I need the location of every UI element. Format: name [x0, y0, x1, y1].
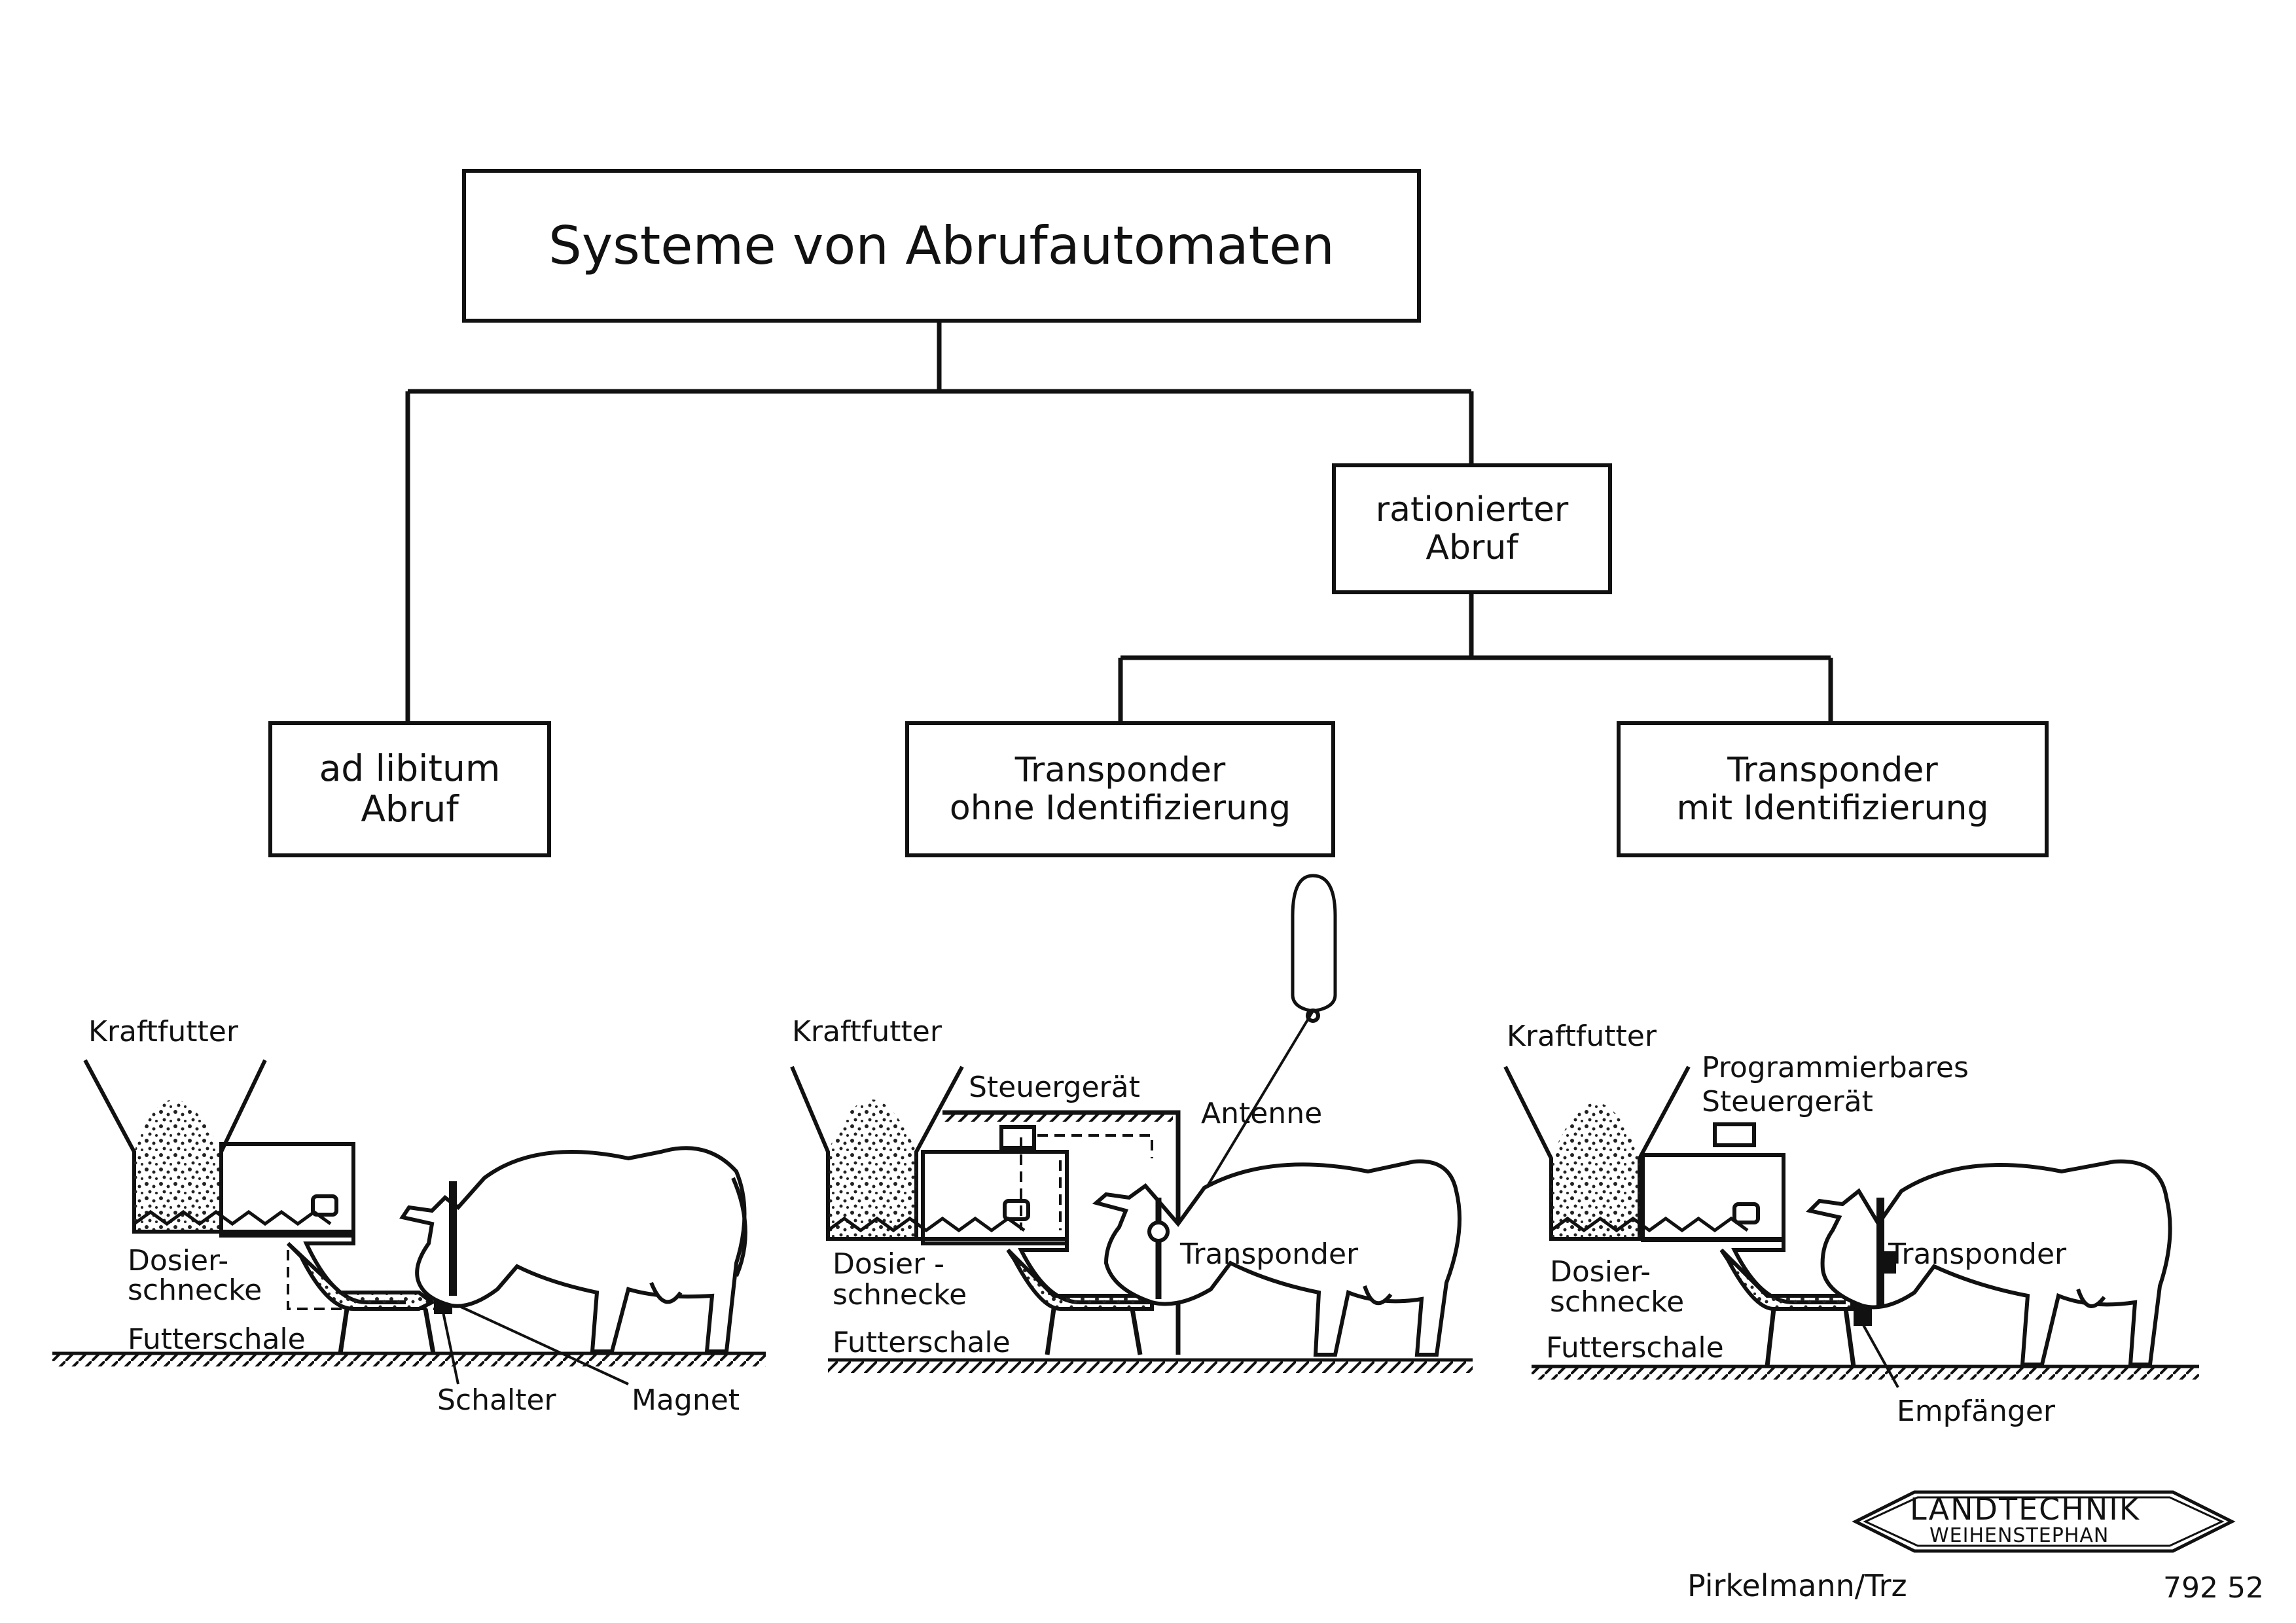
feeder-middle: [790, 874, 1337, 1355]
node-line: Abruf: [1426, 528, 1518, 567]
label-dosier: Dosier -: [833, 1247, 944, 1281]
label-empfaenger: Empfänger: [1897, 1395, 2056, 1428]
label-kraftfutter: Kraftfutter: [1507, 1020, 1657, 1053]
cow-right: [1806, 1159, 2172, 1366]
node-ad-libitum-abruf: ad libitum Abruf: [268, 721, 551, 857]
title-box: Systeme von Abrufautomaten: [462, 169, 1421, 323]
node-line: Abruf: [361, 788, 459, 830]
label-schnecke: schnecke: [1550, 1285, 1685, 1319]
cow-left: [399, 1146, 747, 1353]
label-schalter: Schalter: [437, 1383, 556, 1417]
cow-middle: [1092, 1159, 1462, 1357]
node-line: ad libitum: [319, 747, 501, 790]
landtechnik-logo: [1852, 1490, 2236, 1553]
node-rationierter-abruf: rationierter Abruf: [1332, 463, 1612, 594]
node-transponder-mit: Transponder mit Identifizierung: [1617, 721, 2049, 857]
node-line: ohne Identifizierung: [949, 789, 1291, 828]
title-text: Systeme von Abrufautomaten: [548, 215, 1335, 276]
label-antenne: Antenne: [1201, 1097, 1323, 1130]
ground-lines: [52, 1351, 2199, 1380]
label-dosier: Dosier-: [128, 1244, 229, 1277]
label-futterschale: Futterschale: [128, 1323, 306, 1356]
label-programmierbares: Programmierbares: [1702, 1051, 1969, 1084]
label-dosier: Dosier-: [1550, 1255, 1651, 1289]
author-credit: Pirkelmann/Trz: [1687, 1568, 1907, 1603]
node-line: rationierter: [1375, 490, 1569, 529]
label-transponder: Transponder: [1888, 1238, 2067, 1271]
label-magnet: Magnet: [632, 1383, 740, 1417]
node-transponder-ohne: Transponder ohne Identifizierung: [905, 721, 1335, 857]
feeder-right: [1503, 1065, 1899, 1388]
label-futterschale: Futterschale: [833, 1326, 1011, 1359]
logo-line2: WEIHENSTEPHAN: [1929, 1524, 2109, 1547]
figure-number: 792 52: [2163, 1571, 2264, 1605]
label-schnecke: schnecke: [833, 1278, 967, 1311]
label-kraftfutter: Kraftfutter: [792, 1015, 942, 1048]
node-line: Transponder: [1727, 750, 1938, 790]
tree-connectors: [405, 323, 1833, 721]
node-line: mit Identifizierung: [1676, 789, 1989, 828]
label-futterschale: Futterschale: [1546, 1331, 1724, 1364]
label-steuergeraet: Steuergerät: [969, 1071, 1140, 1104]
label-transponder: Transponder: [1180, 1238, 1359, 1271]
feeder-left: [83, 1059, 629, 1385]
logo-line1: LANDTECHNIK: [1910, 1491, 2140, 1527]
node-line: Transponder: [1014, 750, 1226, 790]
label-kraftfutter: Kraftfutter: [88, 1015, 238, 1048]
label-schnecke: schnecke: [128, 1274, 262, 1307]
label-steuergeraet: Steuergerät: [1702, 1085, 1873, 1118]
